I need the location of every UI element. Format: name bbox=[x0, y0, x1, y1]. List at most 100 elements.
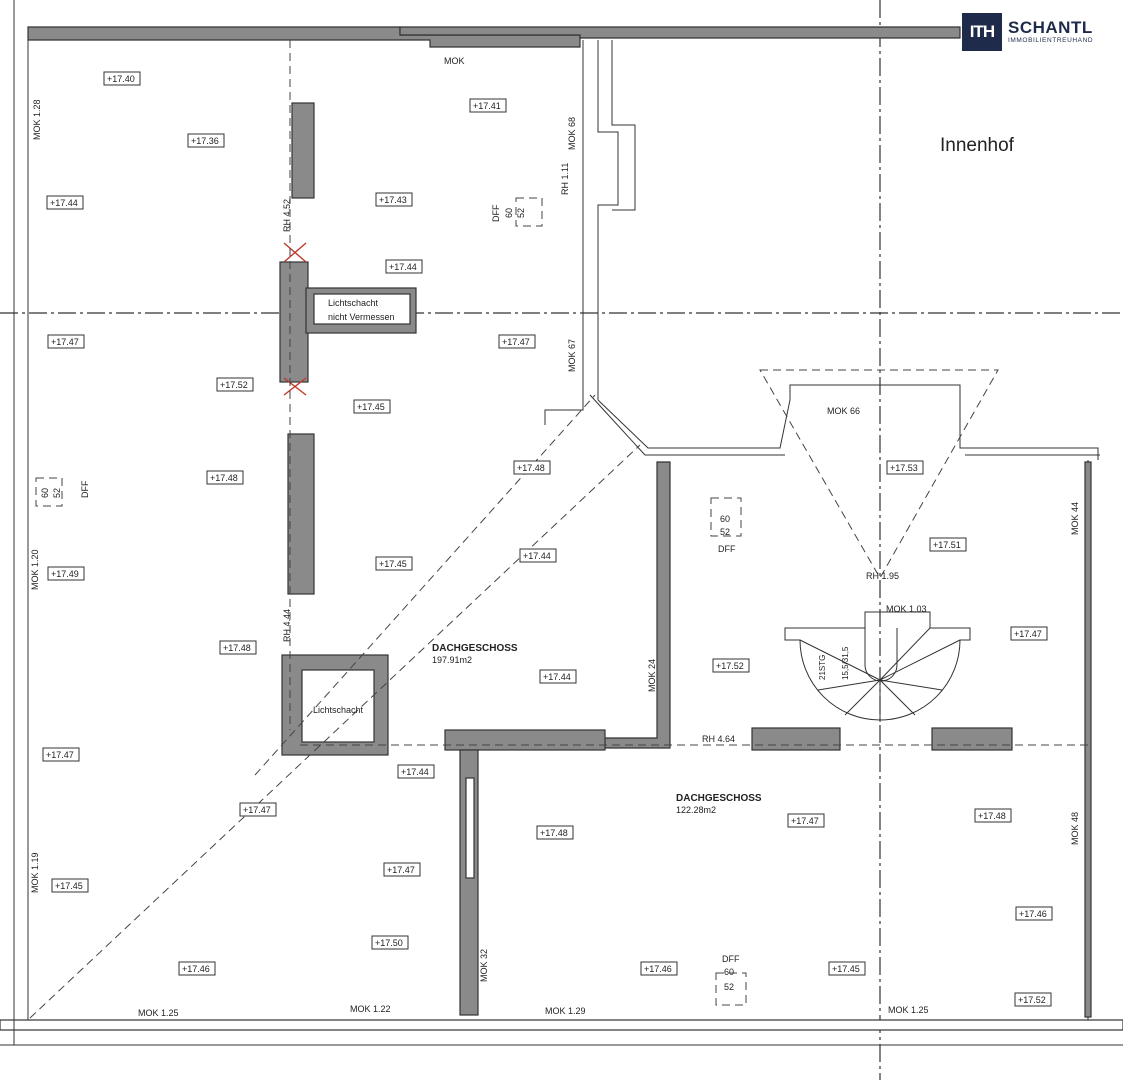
annotation: MOK 24 bbox=[647, 659, 657, 692]
level-tag: +17.52 bbox=[712, 658, 750, 673]
shaft-label-lower: Lichtschacht bbox=[313, 705, 364, 715]
svg-text:+17.49: +17.49 bbox=[51, 569, 79, 579]
svg-text:+17.48: +17.48 bbox=[540, 828, 568, 838]
level-tag: +17.44 bbox=[385, 259, 423, 274]
annotation: RH 4.52 bbox=[282, 199, 292, 232]
level-tag: +17.40 bbox=[103, 71, 141, 86]
level-tag: +17.43 bbox=[375, 192, 413, 207]
annotation: RH 4.64 bbox=[702, 734, 735, 744]
annotation: RH 4.44 bbox=[282, 609, 292, 642]
svg-text:DFF: DFF bbox=[718, 544, 736, 554]
svg-text:+17.45: +17.45 bbox=[357, 402, 385, 412]
svg-text:+17.50: +17.50 bbox=[375, 938, 403, 948]
annotation: MOK 32 bbox=[479, 949, 489, 982]
annotation: MOK 1.03 bbox=[886, 604, 927, 614]
shaft-note-upper: nicht Vermessen bbox=[328, 312, 395, 322]
svg-text:+17.46: +17.46 bbox=[1019, 909, 1047, 919]
svg-text:60: 60 bbox=[720, 514, 730, 524]
svg-text:+17.47: +17.47 bbox=[243, 805, 271, 815]
roof-window: DFF 60 52 bbox=[491, 197, 543, 227]
level-tags: +17.40 +17.41 +17.36 +17.44 +17.43 +17.44 +17.… bbox=[42, 71, 1053, 1007]
svg-text:+17.46: +17.46 bbox=[182, 964, 210, 974]
svg-text:52: 52 bbox=[52, 488, 62, 498]
annotation: MOK 1.25 bbox=[138, 1008, 179, 1018]
svg-text:+17.41: +17.41 bbox=[473, 101, 501, 111]
annotation: MOK 1.20 bbox=[30, 549, 40, 590]
logo-subtitle: IMMOBILIENTREUHAND bbox=[1008, 37, 1094, 44]
level-tag: +17.45 bbox=[353, 399, 391, 414]
annotation: MOK 66 bbox=[827, 406, 860, 416]
logo-mark: ITH bbox=[962, 13, 1002, 51]
annotations: MOK MOK 1.28 MOK 68 RH 1.11 RH 4.52 MOK … bbox=[30, 56, 1080, 1018]
level-tag: +17.46 bbox=[1015, 906, 1053, 921]
svg-text:60: 60 bbox=[724, 967, 734, 977]
svg-text:+17.48: +17.48 bbox=[210, 473, 238, 483]
svg-text:52: 52 bbox=[720, 527, 730, 537]
stairs-dimension: 15,5/31,5 bbox=[841, 646, 850, 680]
svg-text:52: 52 bbox=[724, 982, 734, 992]
svg-text:+17.43: +17.43 bbox=[379, 195, 407, 205]
level-tag: +17.48 bbox=[536, 825, 574, 840]
level-tag: +17.36 bbox=[187, 133, 225, 148]
svg-text:+17.52: +17.52 bbox=[716, 661, 744, 671]
svg-text:DFF: DFF bbox=[722, 954, 740, 964]
svg-text:+17.40: +17.40 bbox=[107, 74, 135, 84]
svg-text:60: 60 bbox=[504, 208, 514, 218]
stairs-labels: 21STG 15,5/31,5 bbox=[818, 646, 850, 680]
svg-text:DFF: DFF bbox=[80, 480, 90, 498]
level-tag: +17.48 bbox=[974, 808, 1012, 823]
level-tag: +17.47 bbox=[498, 334, 536, 349]
level-tag: +17.48 bbox=[513, 460, 551, 475]
annotation: MOK 1.28 bbox=[32, 99, 42, 140]
svg-text:+17.47: +17.47 bbox=[51, 337, 79, 347]
annotation: MOK 44 bbox=[1070, 502, 1080, 535]
annotation: MOK 68 bbox=[567, 117, 577, 150]
svg-text:+17.45: +17.45 bbox=[55, 881, 83, 891]
level-tag: +17.52 bbox=[216, 377, 254, 392]
roof-windows: DFF 60 52 60 52 DFF 60 52 DFF DFF 60 52 bbox=[35, 197, 747, 1006]
level-tag: +17.46 bbox=[178, 961, 216, 976]
level-tag: +17.44 bbox=[397, 764, 435, 779]
logo-name: SCHANTL bbox=[1008, 18, 1093, 37]
level-tag: +17.47 bbox=[1010, 626, 1048, 641]
level-tag: +17.48 bbox=[219, 640, 257, 655]
svg-text:+17.44: +17.44 bbox=[523, 551, 551, 561]
annotation: RH 1.11 bbox=[560, 163, 570, 195]
svg-text:+17.48: +17.48 bbox=[223, 643, 251, 653]
svg-text:+17.48: +17.48 bbox=[978, 811, 1006, 821]
company-logo: ITH SCHANTL IMMOBILIENTREUHAND bbox=[962, 12, 1112, 52]
level-tag: +17.50 bbox=[371, 935, 409, 950]
svg-text:52: 52 bbox=[516, 208, 526, 218]
svg-text:+17.47: +17.47 bbox=[1014, 629, 1042, 639]
svg-text:+17.47: +17.47 bbox=[791, 816, 819, 826]
level-tag: +17.51 bbox=[929, 537, 967, 552]
svg-text:+17.52: +17.52 bbox=[220, 380, 248, 390]
stairs-steps: 21STG bbox=[818, 655, 827, 680]
level-tag: +17.47 bbox=[239, 802, 277, 817]
room-area-right: 122.28m2 bbox=[676, 805, 716, 815]
svg-text:+17.44: +17.44 bbox=[389, 262, 417, 272]
annotation: RH 1.95 bbox=[866, 571, 899, 581]
level-tag: +17.44 bbox=[539, 669, 577, 684]
svg-text:60: 60 bbox=[40, 488, 50, 498]
annotation: MOK 48 bbox=[1070, 812, 1080, 845]
outer-walls bbox=[0, 0, 1123, 1046]
svg-text:+17.51: +17.51 bbox=[933, 540, 961, 550]
svg-text:+17.45: +17.45 bbox=[379, 559, 407, 569]
svg-text:+17.45: +17.45 bbox=[832, 964, 860, 974]
level-tag: +17.47 bbox=[47, 334, 85, 349]
level-tag: +17.46 bbox=[640, 961, 678, 976]
svg-text:+17.52: +17.52 bbox=[1018, 995, 1046, 1005]
svg-text:+17.47: +17.47 bbox=[502, 337, 530, 347]
roof-window: DFF 60 52 bbox=[715, 954, 747, 1006]
svg-text:+17.36: +17.36 bbox=[191, 136, 219, 146]
annotation: MOK 1.22 bbox=[350, 1004, 391, 1014]
level-tag: +17.53 bbox=[886, 460, 924, 475]
shaft-label-upper: Lichtschacht bbox=[328, 298, 379, 308]
annotation: MOK 67 bbox=[567, 339, 577, 372]
svg-text:DFF: DFF bbox=[491, 204, 501, 222]
level-tag: +17.49 bbox=[47, 566, 85, 581]
svg-text:+17.44: +17.44 bbox=[50, 198, 78, 208]
